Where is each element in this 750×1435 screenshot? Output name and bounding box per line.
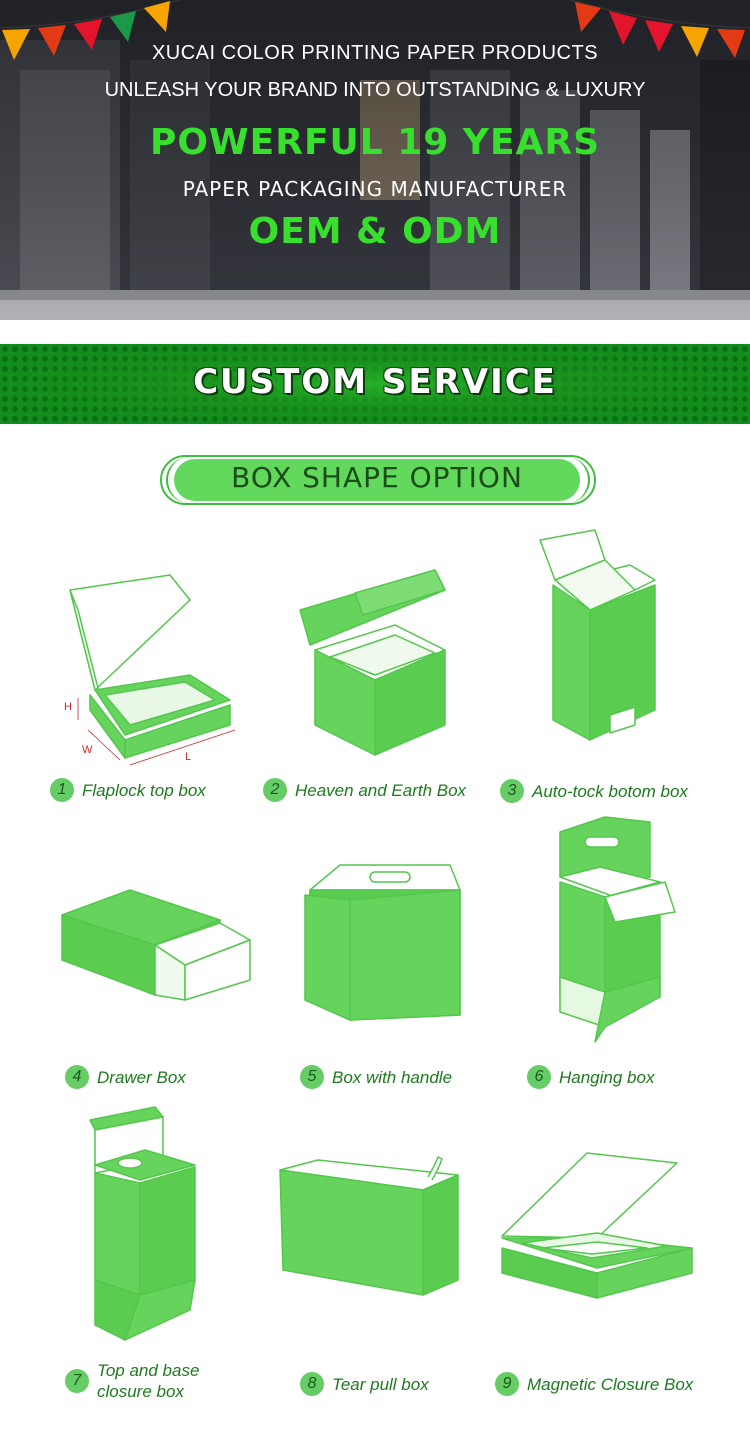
- oem-odm-label: OEM & ODM: [248, 211, 502, 252]
- box-6-caption: 6 Hanging box: [527, 1065, 654, 1089]
- box-5-caption: 5 Box with handle: [300, 1065, 452, 1089]
- custom-service-title: CUSTOM SERVICE: [193, 362, 557, 402]
- brand-slogan: UNLEASH YOUR BRAND INTO OUTSTANDING & LU…: [104, 79, 646, 101]
- box-7-name-line2: closure box: [97, 1382, 184, 1401]
- box-8-name: Tear pull box: [332, 1374, 429, 1394]
- printing-press-background: [0, 0, 750, 320]
- box-7-name: Top and base closure box: [97, 1360, 199, 1402]
- box-6-name: Hanging box: [559, 1067, 655, 1087]
- box-4-caption: 4 Drawer Box: [65, 1065, 186, 1089]
- box-4-name: Drawer Box: [97, 1067, 186, 1087]
- box-1-name: Flaplock top box: [82, 780, 206, 800]
- box-4-number: 4: [65, 1065, 89, 1089]
- section-pill-outline: [160, 455, 596, 505]
- box-7-number: 7: [65, 1369, 89, 1393]
- custom-service-banner: CUSTOM SERVICE: [0, 344, 750, 424]
- box-2-name: Heaven and Earth Box: [295, 780, 467, 800]
- section-pill: [174, 459, 580, 501]
- box-8-number: 8: [300, 1372, 324, 1396]
- box-2-number: 2: [263, 778, 287, 802]
- box-6-number: 6: [527, 1065, 551, 1089]
- box-7-name-line1: Top and base: [97, 1361, 200, 1380]
- bunting-right-icon: [569, 0, 750, 58]
- box-5-number: 5: [300, 1065, 324, 1089]
- hero-overlay: [0, 0, 750, 320]
- box-9-name: Magnetic Closure Box: [527, 1374, 694, 1394]
- years-highlight: POWERFUL 19 YEARS: [149, 122, 601, 163]
- box-5-name: Box with handle: [332, 1067, 453, 1087]
- auto-lock-bottom-box-icon: [539, 529, 656, 741]
- box-shape-option-title: BOX SHAPE OPTION: [231, 461, 523, 494]
- hanging-box-icon: [559, 816, 676, 1043]
- box-3-name: Auto-tock botom box: [532, 781, 688, 801]
- heaven-earth-box-icon: [299, 569, 446, 756]
- box-8-caption: 8 Tear pull box: [300, 1372, 429, 1396]
- dimension-h-label: H: [64, 701, 72, 713]
- box-9-caption: 9 Magnetic Closure Box: [495, 1372, 693, 1396]
- company-name: XUCAI COLOR PRINTING PAPER PRODUCTS: [151, 42, 599, 64]
- tear-pull-box-icon: [279, 1156, 459, 1296]
- box-3-number: 3: [500, 779, 524, 803]
- box-2-caption: 2 Heaven and Earth Box: [263, 778, 466, 802]
- section-pill-arc-right: [560, 457, 590, 503]
- manufacturer-subtitle: PAPER PACKAGING MANUFACTURER: [182, 177, 568, 201]
- magnetic-closure-box-icon: [501, 1152, 693, 1299]
- dimension-l-label: L: [185, 751, 191, 763]
- box-3-caption: 3 Auto-tock botom box: [500, 779, 688, 803]
- top-base-closure-box-icon: [89, 1106, 196, 1341]
- box-with-handle-icon: [304, 864, 461, 1021]
- box-1-number: 1: [50, 778, 74, 802]
- box-1-caption: 1 Flaplock top box: [50, 778, 206, 802]
- drawer-box-icon: [61, 889, 251, 1001]
- dimension-w-label: W: [82, 744, 93, 756]
- banner-glow: [0, 344, 750, 424]
- bunting-left-icon: [0, 0, 181, 60]
- hero-banner: XUCAI COLOR PRINTING PAPER PRODUCTS UNLE…: [0, 0, 750, 320]
- flaplock-top-box-icon: H W L: [64, 574, 236, 766]
- box-7-caption: 7 Top and base closure box: [65, 1360, 199, 1402]
- section-pill-arc-left: [166, 457, 196, 503]
- box-9-number: 9: [495, 1372, 519, 1396]
